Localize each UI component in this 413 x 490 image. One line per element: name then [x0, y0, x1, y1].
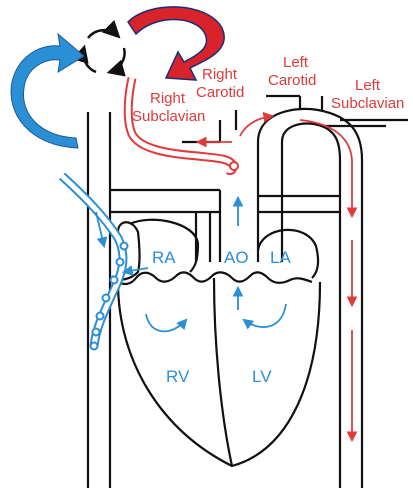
label-left-carotid-line2: Carotid — [268, 72, 316, 89]
red-flow-arrows — [195, 111, 358, 443]
label-left-carotid-line1: Left — [283, 54, 309, 71]
heart-outline — [111, 218, 322, 468]
label-right-subclavian-line2: Subclavian — [132, 108, 205, 125]
label-right-subclavian-line1: Right — [150, 90, 186, 107]
label-right-carotid-line1: Right — [202, 66, 238, 83]
deoxygenated-arrow — [10, 32, 85, 149]
label-ao: AO — [224, 248, 249, 267]
label-la: LA — [270, 248, 291, 267]
label-rv: RV — [166, 367, 190, 386]
label-lv: LV — [252, 367, 272, 386]
blue-catheter — [58, 172, 129, 351]
label-left-subclavian-line1: Left — [355, 77, 381, 94]
oxygenated-return-arrow — [127, 6, 225, 81]
red-catheter — [123, 77, 239, 175]
label-right-carotid-line2: Carotid — [196, 84, 244, 101]
aorta-outline — [110, 94, 408, 488]
label-ra: RA — [152, 248, 176, 267]
label-left-subclavian-line2: Subclavian — [331, 95, 404, 112]
blue-flow-arrows — [95, 195, 287, 333]
circulation-cycle-icon — [71, 19, 126, 77]
